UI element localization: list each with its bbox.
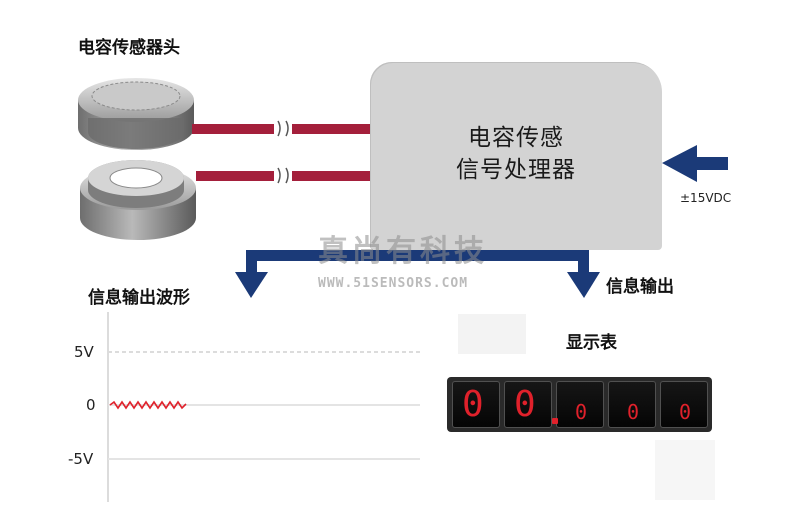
watermark-company: 真尚有科技 <box>318 234 488 269</box>
signal-output-label: 信息输出 <box>606 277 674 297</box>
waveform-chart <box>107 312 420 502</box>
waveform-title: 信息输出波形 <box>88 288 190 308</box>
processor-label-line1: 电容传感 <box>468 125 564 151</box>
display-digit-5: 0 <box>660 381 708 428</box>
power-input-arrow <box>662 145 728 182</box>
tick-label-0: 0 <box>86 396 96 414</box>
tick-label-5v: 5V <box>74 343 94 361</box>
cable-upper <box>192 120 372 137</box>
output-waveform <box>109 400 187 410</box>
display-digit-3: 0 <box>556 381 604 428</box>
output-arrows <box>235 250 600 298</box>
display-digit-4: 0 <box>608 381 656 428</box>
tick-label-neg5v: -5V <box>68 450 94 468</box>
sensor-head-upper <box>78 78 194 150</box>
power-input-label: ±15VDC <box>680 191 732 205</box>
processor-label-line2: 信号处理器 <box>456 157 576 183</box>
signal-processor-box <box>370 62 662 250</box>
display-digit-1: 0 <box>452 381 500 428</box>
digital-display: 0 0 0 0 0 <box>447 377 712 432</box>
display-title: 显示表 <box>566 333 617 353</box>
sensor-head-lower <box>80 160 196 240</box>
sensor-head-label: 电容传感器头 <box>78 38 180 58</box>
display-digit-2: 0 <box>504 381 552 428</box>
display-decimal-point <box>552 418 558 424</box>
cable-lower <box>196 167 372 184</box>
watermark-url: WWW.51SENSORS.COM <box>318 276 469 291</box>
